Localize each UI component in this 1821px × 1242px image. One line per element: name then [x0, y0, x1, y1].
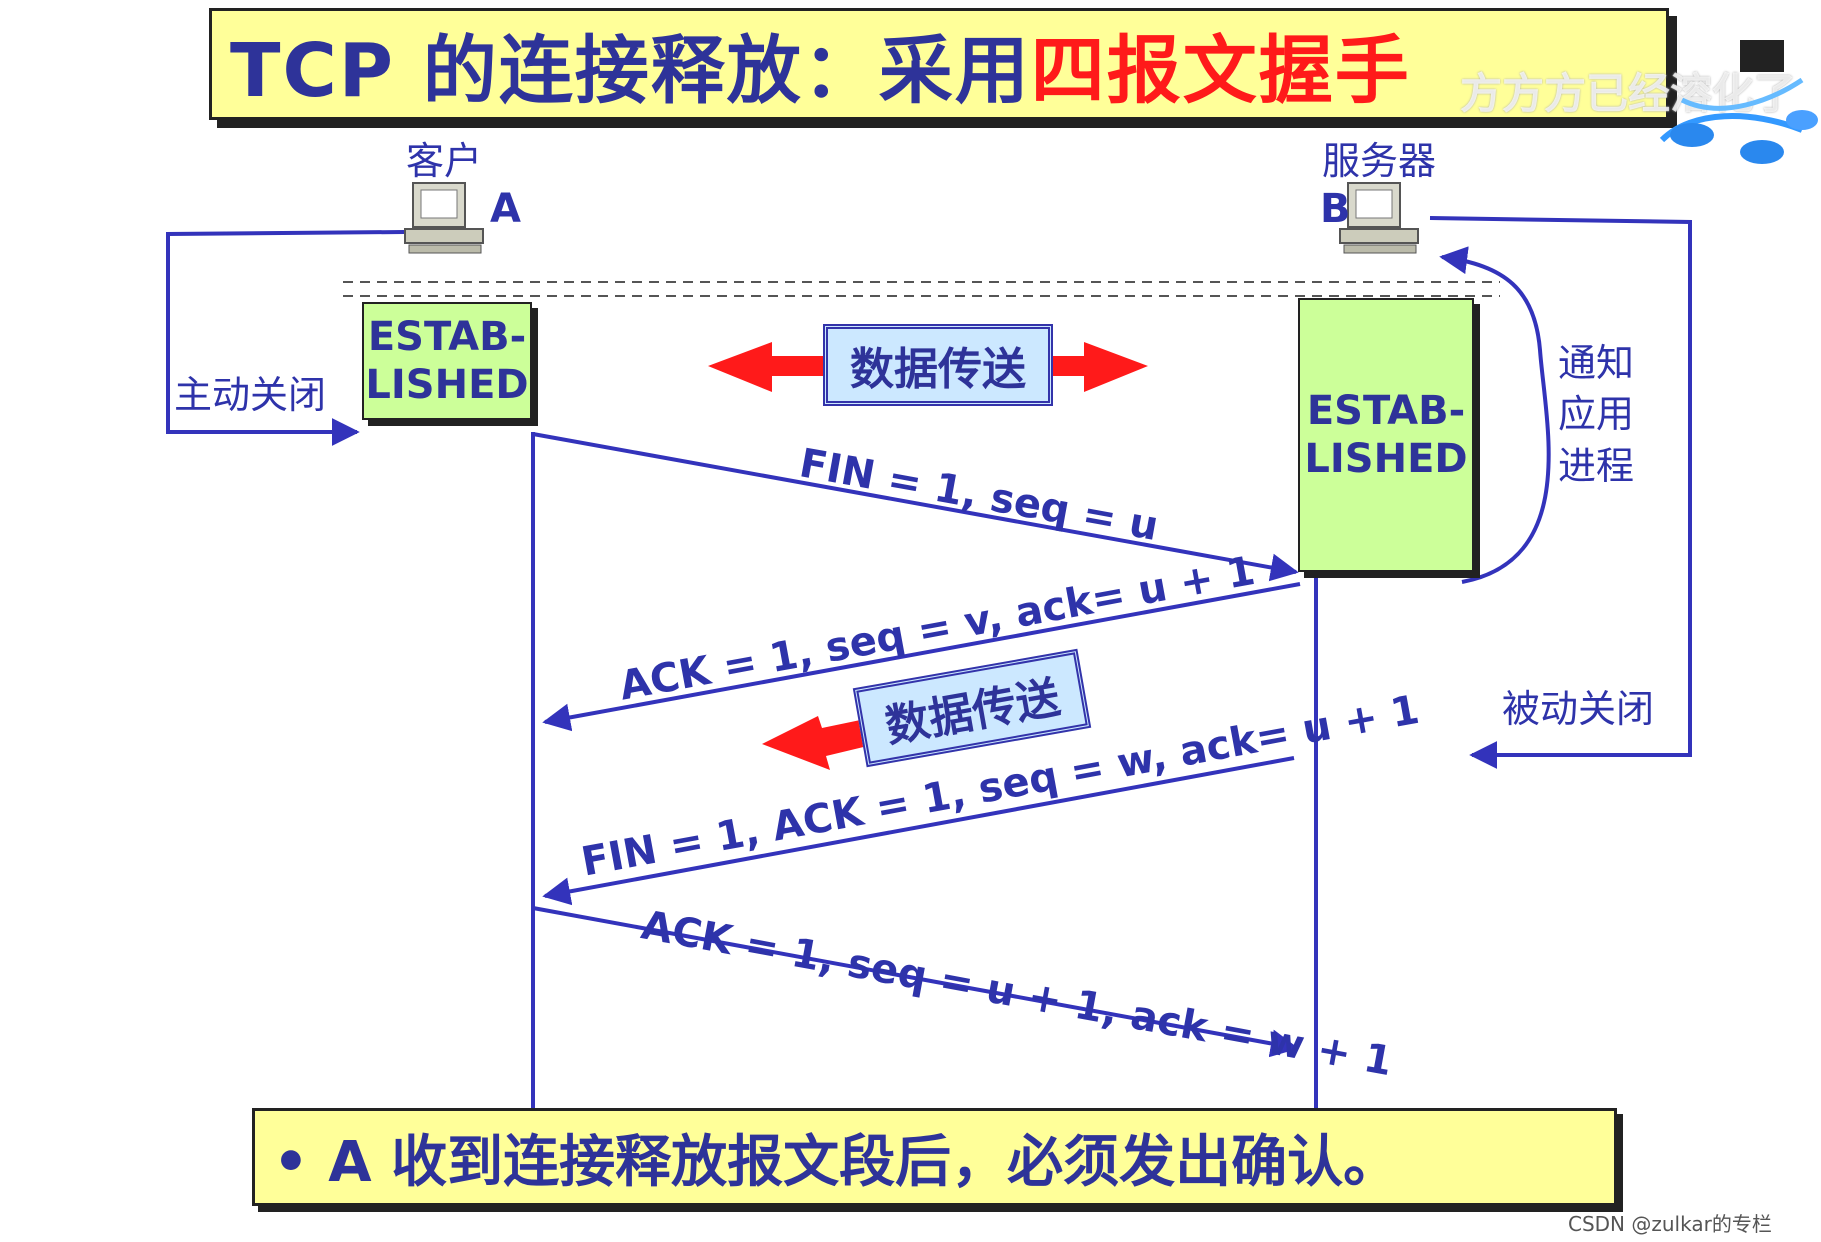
notify-app-label: 通知 应用 进程 [1558, 341, 1635, 488]
network-icon [1659, 40, 1818, 164]
title-highlight: 四报文握手 [1030, 27, 1411, 114]
page-title: TCP 的连接释放：采用四报文握手 [209, 8, 1669, 120]
client-state-line1: ESTAB- [367, 314, 527, 360]
msg-2-arrow [542, 582, 1301, 732]
data-transfer-box: 数据传送 [823, 324, 1053, 406]
red-arrow-right [1048, 342, 1148, 392]
server-state-line2: LISHED [1304, 436, 1468, 482]
notify-app-curve [1439, 246, 1551, 584]
client-state-line2: LISHED [365, 362, 529, 408]
active-close-label: 主动关闭 [174, 373, 327, 417]
client-name: 客户 [406, 139, 483, 183]
server-state-line1: ESTAB- [1306, 388, 1466, 434]
red-arrow-left [708, 342, 828, 392]
passive-close-path [1429, 216, 1692, 769]
msg-1-arrow [532, 432, 1299, 582]
server-name: 服务器 [1322, 139, 1437, 183]
client-letter: A [490, 186, 521, 232]
active-close-path [166, 230, 405, 446]
credit-text: CSDN @zulkar的专栏 [1568, 1212, 1772, 1236]
msg-3-arrow [542, 756, 1295, 906]
red-arrow-left-2 [762, 716, 876, 770]
passive-close-label: 被动关闭 [1502, 687, 1655, 731]
computer-icon [1339, 182, 1419, 254]
footer-note: • A 收到连接释放报文段后，必须发出确认。 [252, 1108, 1617, 1206]
client-state-box: ESTAB- LISHED [362, 302, 532, 420]
title-main: TCP 的连接释放：采用 [230, 27, 1031, 114]
server-letter: B [1320, 186, 1351, 232]
server-state-box: ESTAB- LISHED [1298, 298, 1474, 572]
computer-icon [404, 182, 484, 254]
msg-4-arrow [532, 906, 1299, 1058]
watermark-text: 方方方已经溶化了 [1460, 69, 1797, 118]
